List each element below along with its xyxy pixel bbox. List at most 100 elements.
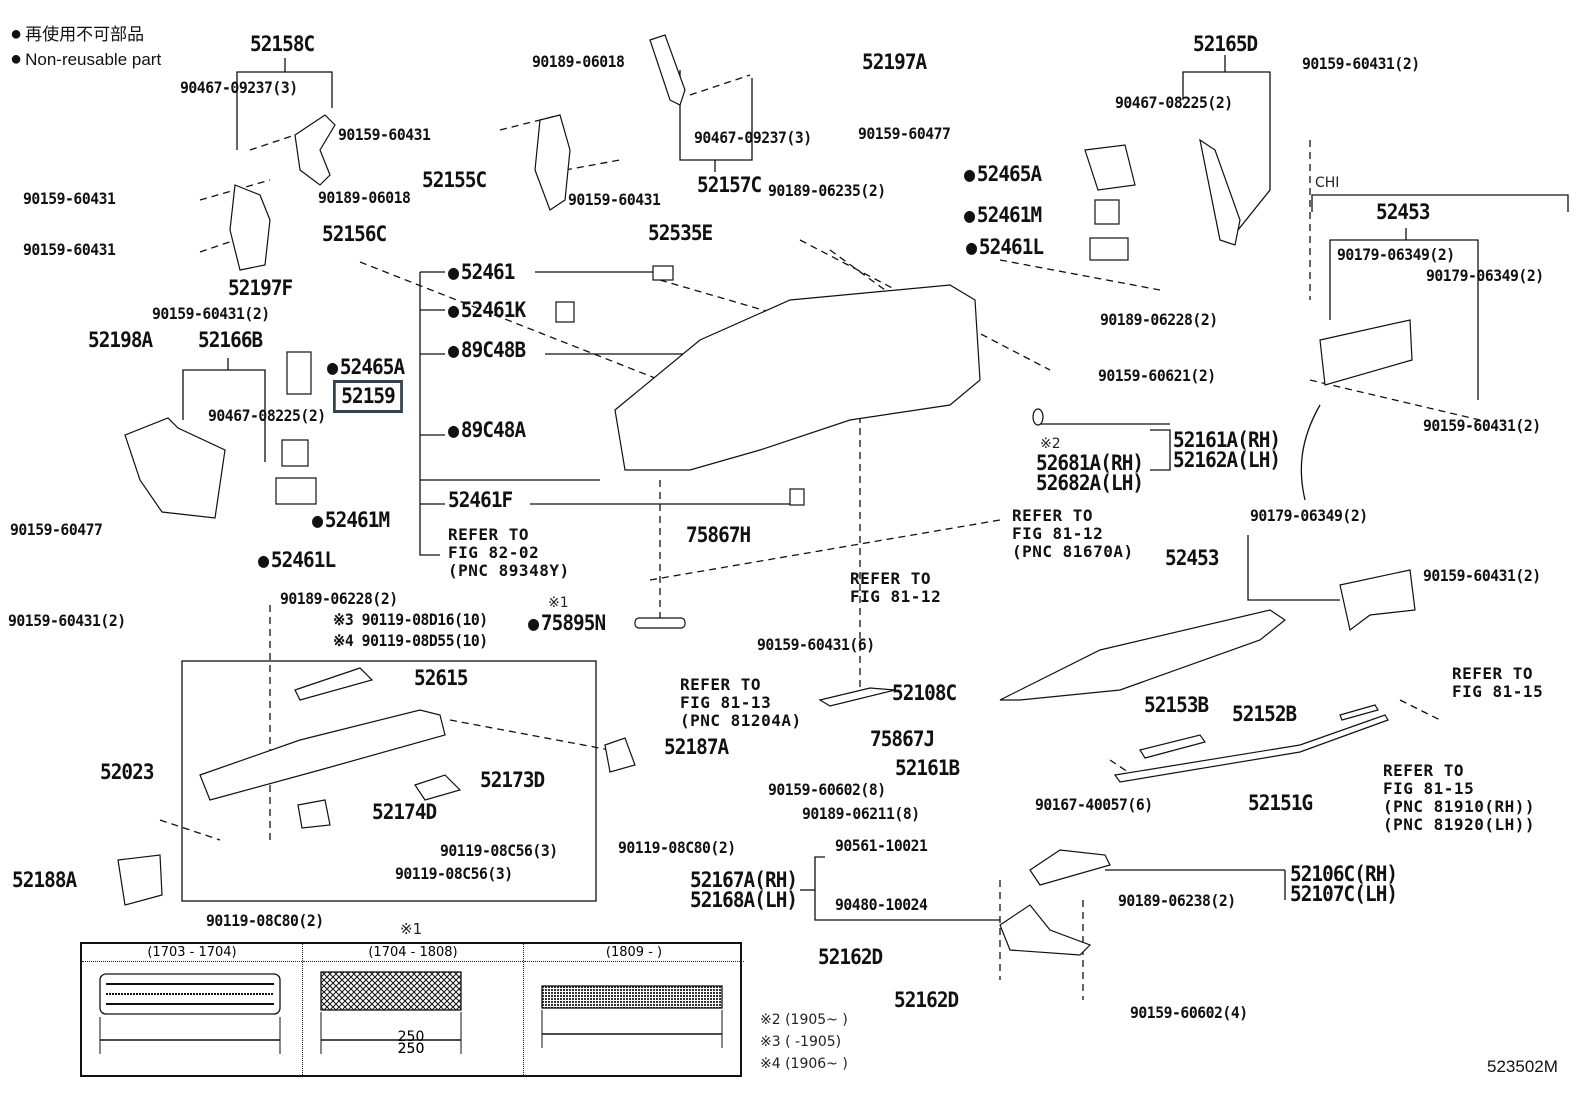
part-label-52461L-b: 52461L (966, 237, 1044, 258)
part-label-52453-a: 52453 (1376, 200, 1430, 224)
part-label-90159-60431-g: 90159-60431(2) (1423, 416, 1541, 435)
part-label-90189-06018-b: 90189-06018 (532, 52, 625, 71)
part-label-90119-08D55: ※4 90119-08D55(10) (333, 631, 488, 650)
part-label-note1-a: ※1 (548, 595, 569, 611)
bracket-52156C (229, 184, 271, 271)
part-label-90159-60431-a: 90159-60431 (338, 125, 431, 144)
part-label-52165D: 52165D (1193, 32, 1258, 56)
highlighted-part-label[interactable]: 52159 (333, 380, 404, 413)
part-label-52461M-a: 52461M (312, 510, 390, 531)
part-label-52166B: 52166B (198, 328, 263, 352)
part-label-90159-60602-b: 90159-60602(4) (1130, 1003, 1248, 1022)
part-label-52615: 52615 (414, 666, 468, 690)
figure-reference-ref-81-15-a[interactable]: REFER TO FIG 81-15 (1452, 664, 1544, 701)
variant-period: (1809 - ) (524, 944, 744, 962)
part-label-90159-60477-a: 90159-60477 (10, 520, 103, 539)
absorber-52615 (294, 667, 374, 701)
part-label-90119-08C80-b: 90119-08C80(2) (618, 838, 736, 857)
diffuser-52108C (818, 687, 896, 707)
part-label-chi: CHI (1315, 175, 1340, 191)
bracket-52187A (604, 737, 636, 773)
part-label-52156C: 52156C (322, 222, 387, 246)
part-label-52174D: 52174D (372, 800, 437, 824)
footnote-3: ※3 ( -1905) (760, 1034, 842, 1050)
part-label-52167A: 52167A(RH) (690, 868, 798, 892)
pad-52461L-rh (1089, 237, 1129, 261)
part-label-90159-60602-a: 90159-60602(8) (768, 780, 886, 799)
legend-jp: 再使用不可部品 (10, 24, 144, 44)
part-label-90159-60431-h: 90159-60431(2) (1423, 566, 1541, 585)
part-label-90167-40057: 90167-40057(6) (1035, 795, 1153, 814)
variant-column: (1809 - ) 250 (398, 944, 744, 1075)
part-label-52461M-b: 52461M (964, 205, 1042, 226)
part-label-52461L-a: 52461L (258, 550, 336, 571)
part-label-90189-06018-a: 90189-06018 (318, 188, 411, 207)
variant-table: (1703 - 1704) 250 (1704 - 1808) 250 (80, 942, 744, 1077)
fine-mesh-pattern-icon (541, 985, 723, 1048)
part-label-52187A: 52187A (664, 735, 729, 759)
part-label-52198A: 52198A (88, 328, 153, 352)
stripe-pattern-icon (99, 973, 281, 1054)
figure-reference-ref-81-13[interactable]: REFER TO FIG 81-13 (PNC 81204A) (680, 675, 802, 730)
part-label-52162D-b: 52162D (894, 988, 959, 1012)
part-label-90189-06228-a: 90189-06228(2) (1100, 310, 1218, 329)
moulding-52153B (1139, 734, 1206, 759)
part-label-90480-10024: 90480-10024 (835, 895, 928, 914)
pad-52461L-lh (275, 477, 317, 505)
pad-52465A-lh (286, 351, 312, 395)
mesh-pattern-icon (320, 971, 462, 1054)
moulding-52152B (1339, 704, 1379, 721)
part-label-75867H: 75867H (686, 523, 751, 547)
part-label-90467-09237-a: 90467-09237(3) (180, 78, 298, 97)
part-label-89C48B: 89C48B (448, 340, 526, 361)
part-label-52152B: 52152B (1232, 702, 1297, 726)
part-label-52155C: 52155C (422, 168, 487, 192)
diagram-id: 523502M (1487, 1057, 1558, 1076)
part-label-52158C: 52158C (250, 32, 315, 56)
pad-52461F (789, 488, 805, 506)
part-label-90119-08C56-b: 90119-08C56(3) (395, 864, 513, 883)
part-label-52461F: 52461F (448, 488, 513, 512)
figure-reference-ref-82-02[interactable]: REFER TO FIG 82-02 (PNC 89348Y) (448, 525, 570, 580)
part-label-90159-60431-c: 90159-60431 (23, 240, 116, 259)
arrow-curve (1300, 404, 1321, 501)
figure-reference-ref-81-12-a[interactable]: REFER TO FIG 81-12 (PNC 81670A) (1012, 506, 1134, 561)
pad-52465A-rh (1084, 144, 1136, 191)
variant-length: 250 (397, 1041, 425, 1057)
variant-period: (1703 - 1704) (82, 944, 302, 962)
reinforcement-52023 (199, 709, 446, 801)
footnote-4: ※4 (1906~ ) (760, 1056, 848, 1072)
part-label-52465A-b: 52465A (964, 164, 1042, 185)
cap-52681A (1032, 408, 1044, 426)
bracket-52174D (297, 799, 331, 829)
part-label-52453-b: 52453 (1165, 546, 1219, 570)
bracket-52173D (414, 774, 462, 801)
part-label-52161A: 52161A(RH) (1173, 428, 1281, 452)
part-label-52465A-a: 52465A (327, 357, 405, 378)
stripe-75895N (634, 617, 686, 629)
part-shapes (117, 34, 1416, 956)
figure-reference-ref-81-12-b[interactable]: REFER TO FIG 81-12 (850, 569, 942, 606)
variant-column: (1704 - 1808) 250 (303, 944, 524, 1075)
figure-reference-ref-81-15-b[interactable]: REFER TO FIG 81-15 (PNC 81910(RH)) (PNC … (1383, 761, 1535, 834)
part-label-52682A: 52682A(LH) (1036, 471, 1144, 495)
part-label-52023: 52023 (100, 760, 154, 784)
part-label-52461K: 52461K (448, 300, 526, 321)
part-label-52162A: 52162A(LH) (1173, 448, 1281, 472)
part-label-75867J: 75867J (870, 727, 935, 751)
part-label-90159-60477-b: 90159-60477 (858, 124, 951, 143)
part-label-52535E: 52535E (648, 221, 713, 245)
bracket-52155C (534, 114, 571, 211)
part-label-75895N: 75895N (528, 613, 606, 634)
pad-52461M-rh (1094, 199, 1120, 225)
license-bracket-chi (1319, 319, 1413, 386)
legend-en: Non-reusable part (10, 49, 161, 69)
variant-column: (1703 - 1704) 250 (82, 944, 424, 1075)
variant-length: 250 (397, 1041, 425, 1057)
pad-52461M-lh (281, 439, 309, 467)
part-label-90467-08225-b: 90467-08225(2) (1115, 93, 1233, 112)
part-label-90159-60431-f: 90159-60431(2) (1302, 54, 1420, 73)
bracket-52157C (649, 34, 686, 106)
part-label-90179-06349-b: 90179-06349(2) (1426, 266, 1544, 285)
